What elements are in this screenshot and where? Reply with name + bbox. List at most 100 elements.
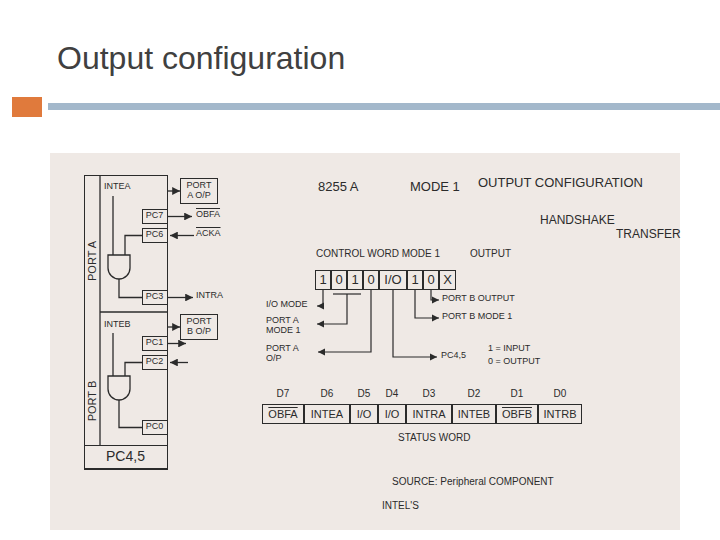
leader-line	[317, 290, 323, 306]
port-c-compartment: PC4,5	[84, 445, 168, 469]
status-bit-cell: I/O	[378, 404, 406, 424]
bit-annotation: PORT B MODE 1	[442, 312, 512, 322]
signal-name: ACKA	[196, 229, 221, 239]
box-text: INTRB	[544, 408, 577, 420]
box-text: OBFA	[268, 408, 297, 420]
status-bit-cell: OBFA	[262, 404, 304, 424]
source-note: INTEL'S	[382, 500, 419, 511]
control-bit-cell: 1	[347, 270, 363, 290]
port-name: PORT A	[86, 241, 98, 281]
signal-arrow	[168, 216, 192, 217]
heading-text: MODE 1	[410, 180, 460, 194]
box-text: I/O	[357, 408, 372, 420]
status-bit-cell: I/O	[350, 404, 378, 424]
box-text: 0	[427, 273, 434, 287]
box-text: PC6	[146, 230, 164, 240]
control-bit-cell: 0	[363, 270, 379, 290]
box-text: PC1	[146, 338, 164, 348]
control-bit-cell: X	[439, 270, 456, 290]
box-text: PC3	[146, 292, 164, 302]
signal-arrow	[168, 297, 193, 298]
bit-annotation: PORT B OUTPUT	[442, 294, 515, 304]
pin-box: PC0	[142, 420, 168, 435]
port-box: PORT A O/P	[180, 178, 218, 204]
box-text: PORT A O/P	[183, 181, 215, 201]
connector-arrow	[168, 326, 180, 327]
slide-title: Output configuration	[57, 40, 345, 77]
bit-annotation: I/O MODE	[266, 300, 308, 310]
control-bit-cell: 0	[423, 270, 439, 290]
pin-box: PC7	[142, 209, 168, 224]
bit-header: D1	[511, 388, 524, 399]
box-text: PC4,5	[106, 449, 145, 464]
bit-header: D4	[386, 388, 399, 399]
signal-arrow	[168, 343, 186, 344]
bit-annotation: PORT A O/P	[266, 344, 314, 364]
note-text: HANDSHAKE	[540, 214, 615, 227]
signal-name: INTEA	[104, 182, 131, 192]
heading-text: 8255 A	[318, 180, 359, 194]
header-rule	[48, 103, 720, 110]
pin-box: PC6	[142, 228, 168, 243]
box-text: I/O	[384, 273, 401, 287]
box-text: 0	[335, 273, 342, 287]
signal-arrow	[170, 362, 188, 363]
box-text: OBFB	[502, 408, 532, 420]
section-heading: CONTROL WORD MODE 1	[316, 248, 440, 259]
bit-annotation: 0 = OUTPUT	[488, 357, 540, 367]
port-name: PORT B	[86, 381, 98, 422]
bit-header: D6	[321, 388, 334, 399]
signal-name: INTRA	[196, 291, 223, 301]
status-bit-cell: INTRB	[538, 404, 582, 424]
status-bit-cell: INTEA	[304, 404, 350, 424]
signal-name: INTEB	[104, 320, 131, 330]
status-bit-cell: INTEB	[452, 404, 496, 424]
box-text: PC0	[146, 422, 164, 432]
scan-background	[50, 153, 680, 530]
and-gate-symbol	[108, 255, 130, 279]
section-heading: OUTPUT	[470, 248, 511, 259]
inte-wire	[112, 196, 113, 255]
inte-wire	[112, 333, 113, 376]
note-text: TRANSFER	[616, 228, 681, 241]
box-text: PORT B O/P	[183, 317, 215, 337]
and-gate-symbol	[108, 376, 130, 400]
control-bit-cell: I/O	[379, 270, 407, 290]
signal-name: OBFA	[196, 210, 220, 220]
control-bit-cell: 1	[315, 270, 331, 290]
bit-header: D3	[423, 388, 436, 399]
port-divider	[100, 311, 168, 312]
box-text: PC7	[146, 211, 164, 221]
box-text: 0	[367, 273, 374, 287]
port-box: PORT B O/P	[180, 314, 218, 340]
leader-line	[415, 290, 439, 318]
box-text: 1	[411, 273, 418, 287]
box-text: 1	[351, 273, 358, 287]
pin-box: PC2	[142, 355, 168, 370]
control-bit-cell: 1	[407, 270, 423, 290]
status-bit-cell: OBFB	[496, 404, 538, 424]
box-text: 1	[319, 273, 326, 287]
bit-header: D7	[277, 388, 290, 399]
leader-line	[431, 290, 439, 300]
section-heading: STATUS WORD	[398, 432, 470, 443]
source-note: SOURCE: Peripheral COMPONENT	[392, 476, 554, 487]
accent-square	[12, 97, 42, 117]
box-text: I/O	[385, 408, 400, 420]
control-bit-cell: 0	[331, 270, 347, 290]
bit-annotation: PORT A MODE 1	[266, 316, 314, 336]
bit-header: D2	[468, 388, 481, 399]
leader-line	[318, 290, 371, 352]
status-bit-cell: INTRA	[406, 404, 452, 424]
pin-box: PC1	[142, 336, 168, 351]
control-word-leaders	[317, 290, 439, 357]
signal-arrow	[170, 235, 194, 236]
bit-annotation: PC4,5	[441, 351, 466, 361]
chip-column-line	[99, 175, 100, 445]
box-text: X	[443, 273, 452, 287]
box-text: INTEA	[311, 408, 343, 420]
bit-annotation: 1 = INPUT	[488, 344, 530, 354]
bit-header: D0	[554, 388, 567, 399]
leader-line	[317, 294, 347, 324]
